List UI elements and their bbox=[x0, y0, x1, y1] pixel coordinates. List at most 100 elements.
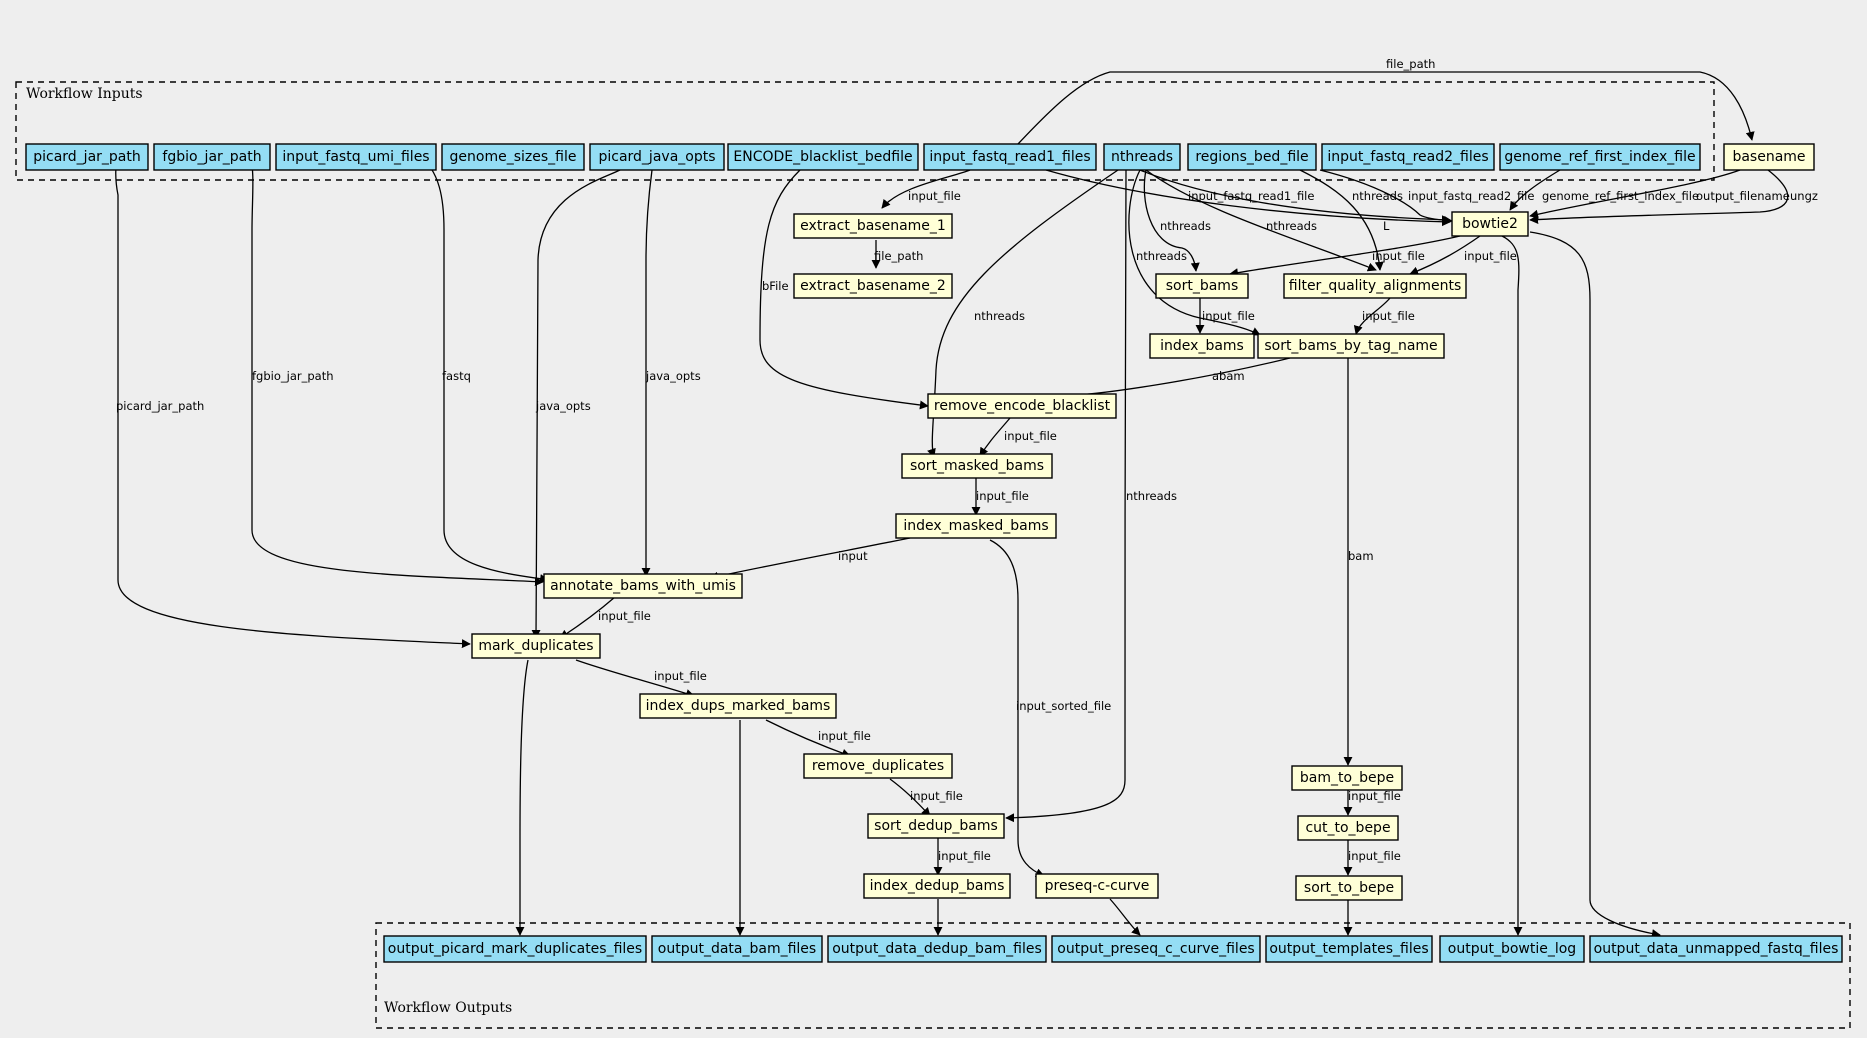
edge-umi-annotate bbox=[417, 154, 549, 584]
svg-text:index_masked_bams: index_masked_bams bbox=[903, 518, 1048, 534]
node-picard-jar-path[interactable]: picard_jar_path bbox=[25, 143, 149, 171]
node-index-dedup-bams[interactable]: index_dedup_bams bbox=[863, 873, 1011, 899]
node-output-preseq-c-curve-files[interactable]: output_preseq_c_curve_files bbox=[1051, 935, 1261, 963]
node-bowtie2[interactable]: bowtie2 bbox=[1451, 211, 1529, 237]
svg-text:sort_to_bepe: sort_to_bepe bbox=[1304, 880, 1394, 896]
svg-text:bowtie2: bowtie2 bbox=[1462, 216, 1518, 232]
node-output-templates-files[interactable]: output_templates_files bbox=[1265, 935, 1433, 963]
node-cut-to-bepe[interactable]: cut_to_bepe bbox=[1297, 815, 1399, 841]
node-genome-sizes-file[interactable]: genome_sizes_file bbox=[441, 143, 585, 171]
edge-label-input-file-sort-bepe: input_file bbox=[1348, 849, 1401, 863]
edge-label-input-file-sort: input_file bbox=[1372, 249, 1425, 263]
edge-label-genomeref: genome_ref_first_index_file bbox=[1542, 189, 1699, 203]
node-input-fastq-umi-files[interactable]: input_fastq_umi_files bbox=[275, 143, 437, 171]
node-sort-bams[interactable]: sort_bams bbox=[1155, 273, 1249, 299]
edge-label-input-file-index-dedup: input_file bbox=[938, 849, 991, 863]
edge-filter-tagname bbox=[1353, 297, 1391, 335]
node-basename[interactable]: basename bbox=[1723, 143, 1815, 171]
node-mark-duplicates[interactable]: mark_duplicates bbox=[471, 633, 601, 659]
svg-text:mark_duplicates: mark_duplicates bbox=[478, 638, 593, 654]
edge-genomeref-bowtie2 bbox=[1509, 169, 1561, 211]
svg-text:basename: basename bbox=[1732, 149, 1805, 165]
node-input-fastq-read1-files[interactable]: input_fastq_read1_files bbox=[923, 143, 1097, 171]
node-picard-java-opts[interactable]: picard_java_opts bbox=[589, 143, 725, 171]
node-sort-to-bepe[interactable]: sort_to_bepe bbox=[1295, 875, 1403, 901]
svg-text:picard_jar_path: picard_jar_path bbox=[33, 149, 141, 165]
edge-label-l: L bbox=[1383, 219, 1390, 233]
node-extract-basename-2[interactable]: extract_basename_2 bbox=[793, 273, 953, 299]
edge-label-input-file-dedup: input_file bbox=[910, 789, 963, 803]
svg-text:ENCODE_blacklist_bedfile: ENCODE_blacklist_bedfile bbox=[733, 149, 912, 165]
node-index-dups-marked-bams[interactable]: index_dups_marked_bams bbox=[639, 693, 837, 719]
node-preseq-c-curve[interactable]: preseq-c-curve bbox=[1035, 873, 1159, 899]
edge-preseq-output bbox=[1109, 898, 1141, 936]
svg-text:extract_basename_2: extract_basename_2 bbox=[800, 278, 946, 294]
edge-nthreads-tagname bbox=[1128, 169, 1261, 336]
edge-label-abam: abam bbox=[1212, 369, 1245, 383]
edge-label-read1: input_fastq_read1_file bbox=[1188, 189, 1314, 203]
svg-text:output_data_dedup_bam_files: output_data_dedup_bam_files bbox=[832, 941, 1042, 957]
edge-indexmasked-preseq bbox=[989, 539, 1045, 877]
svg-text:output_bowtie_log: output_bowtie_log bbox=[1448, 941, 1576, 957]
node-fgbio-jar-path[interactable]: fgbio_jar_path bbox=[153, 143, 271, 171]
edge-label-input-file-index-masked: input_file bbox=[976, 489, 1029, 503]
svg-text:output_templates_files: output_templates_files bbox=[1269, 941, 1428, 957]
edge-read2-bowtie2 bbox=[1319, 169, 1453, 225]
edge-indexmasked-annotate bbox=[709, 537, 911, 581]
svg-text:annotate_bams_with_umis: annotate_bams_with_umis bbox=[550, 578, 736, 594]
edge-label-fastq: fastq bbox=[442, 369, 471, 383]
edge-label-input-file-index: input_file bbox=[1202, 309, 1255, 323]
edge-javaopts-annotate bbox=[641, 169, 653, 577]
edge-indexdups-remove bbox=[765, 719, 851, 758]
edge-label-nthreads-filter: nthreads bbox=[1266, 219, 1317, 233]
edge-label-input-file-mark: input_file bbox=[598, 609, 651, 623]
edge-bowtie2-filter bbox=[1409, 235, 1481, 276]
edge-picardjar-markdup bbox=[115, 154, 471, 649]
node-sort-masked-bams[interactable]: sort_masked_bams bbox=[901, 453, 1053, 479]
edge-nthreads-bowtie2 bbox=[1139, 169, 1451, 225]
node-output-data-dedup-bam-files[interactable]: output_data_dedup_bam_files bbox=[827, 935, 1047, 963]
node-encode-blacklist-bedfile[interactable]: ENCODE_blacklist_bedfile bbox=[727, 143, 919, 171]
edge-read1-basename bbox=[1017, 71, 1755, 145]
edge-label-file-path-extract: file_path bbox=[874, 249, 923, 263]
edge-nthreads-sortbams bbox=[1143, 169, 1200, 272]
node-output-bowtie-log[interactable]: output_bowtie_log bbox=[1439, 935, 1585, 963]
svg-text:picard_java_opts: picard_java_opts bbox=[598, 149, 715, 165]
edge-label-picard-jar: picard_jar_path bbox=[116, 399, 204, 413]
edge-regions-filter bbox=[1299, 169, 1384, 271]
node-genome-ref-first-index-file[interactable]: genome_ref_first_index_file bbox=[1499, 143, 1701, 171]
edge-javaopts-markdup bbox=[531, 169, 621, 639]
workflow-inputs-label: Workflow Inputs bbox=[26, 86, 143, 102]
edge-label-input-file-dups: input_file bbox=[654, 669, 707, 683]
node-nthreads[interactable]: nthreads bbox=[1103, 143, 1181, 171]
edge-label-file-path-top: file_path bbox=[1386, 57, 1435, 71]
svg-text:output_preseq_c_curve_files: output_preseq_c_curve_files bbox=[1057, 941, 1254, 957]
edge-label-bfile: bFile bbox=[762, 279, 789, 293]
node-index-masked-bams[interactable]: index_masked_bams bbox=[895, 513, 1057, 539]
node-remove-duplicates[interactable]: remove_duplicates bbox=[803, 753, 953, 779]
node-index-bams[interactable]: index_bams bbox=[1149, 333, 1255, 359]
node-output-data-bam-files[interactable]: output_data_bam_files bbox=[651, 935, 823, 963]
node-sort-dedup-bams[interactable]: sort_dedup_bams bbox=[867, 813, 1005, 839]
edge-label-nthreads-sort: nthreads bbox=[1160, 219, 1211, 233]
edge-label-input-file-cut: input_file bbox=[1348, 789, 1401, 803]
edge-remove-sortmasked bbox=[979, 417, 1011, 457]
node-remove-encode-blacklist[interactable]: remove_encode_blacklist bbox=[927, 393, 1117, 419]
node-input-fastq-read2-files[interactable]: input_fastq_read2_files bbox=[1321, 143, 1495, 171]
svg-text:index_dups_marked_bams: index_dups_marked_bams bbox=[646, 698, 831, 714]
node-output-picard-mark-duplicates-files[interactable]: output_picard_mark_duplicates_files bbox=[383, 935, 647, 963]
node-filter-quality-alignments[interactable]: filter_quality_alignments bbox=[1283, 273, 1467, 299]
node-output-data-unmapped-fastq-files[interactable]: output_data_unmapped_fastq_files bbox=[1589, 935, 1843, 963]
edge-label-input-file-extract: input_file bbox=[908, 189, 961, 203]
node-sort-bams-by-tag-name[interactable]: sort_bams_by_tag_name bbox=[1257, 333, 1445, 359]
node-bam-to-bepe[interactable]: bam_to_bepe bbox=[1291, 765, 1403, 791]
edge-bowtie2-bowtielog bbox=[1501, 235, 1523, 936]
edge-label-java-opts-1: java_opts bbox=[535, 399, 591, 413]
node-extract-basename-1[interactable]: extract_basename_1 bbox=[793, 213, 953, 239]
svg-text:filter_quality_alignments: filter_quality_alignments bbox=[1289, 278, 1461, 294]
edge-label-input-file-masked: input_file bbox=[1004, 429, 1057, 443]
node-regions-bed-file[interactable]: regions_bed_file bbox=[1187, 143, 1317, 171]
svg-text:index_dedup_bams: index_dedup_bams bbox=[870, 878, 1005, 894]
node-annotate-bams-with-umis[interactable]: annotate_bams_with_umis bbox=[543, 573, 743, 599]
